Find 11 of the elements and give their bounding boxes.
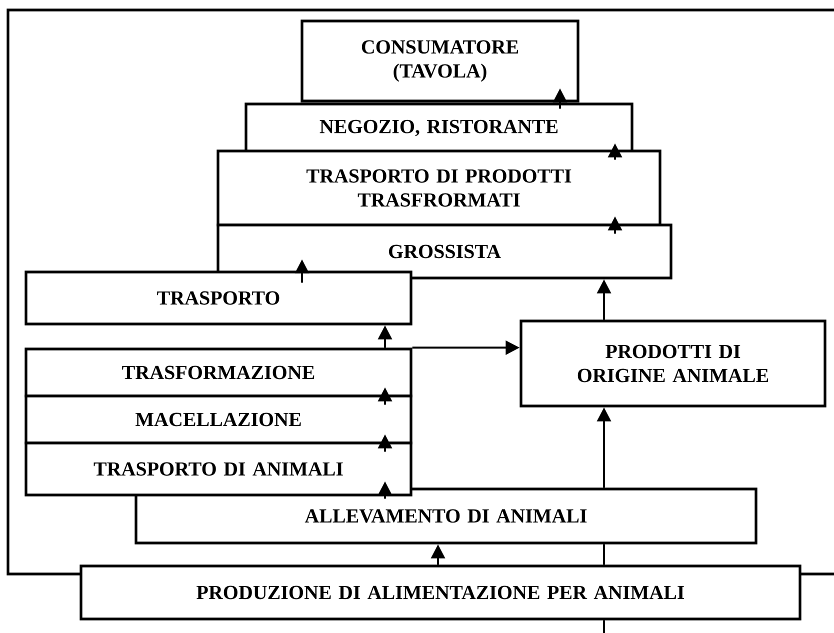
process-box: TRASPORTO DI PRODOTTI TRASFRORMATI (216, 150, 662, 226)
process-box: GROSSISTA (216, 224, 672, 280)
process-box: PRODOTTI DI ORIGINE ANIMALE (520, 320, 826, 408)
process-box: MACELLAZIONE (24, 394, 412, 444)
process-box: PRODUZIONE DI ALIMENTAZIONE PER ANIMALI (80, 564, 802, 620)
process-box: TRASPORTO (24, 270, 412, 326)
process-box: ALLEVAMENTO DI ANIMALI (134, 488, 758, 544)
process-box: NEGOZIO, RISTORANTE (244, 102, 634, 154)
process-box: TRASPORTO DI ANIMALI (24, 442, 412, 496)
process-box: TRASFORMAZIONE (24, 348, 412, 398)
process-box: CONSUMATORE (TAVOLA) (300, 20, 580, 102)
